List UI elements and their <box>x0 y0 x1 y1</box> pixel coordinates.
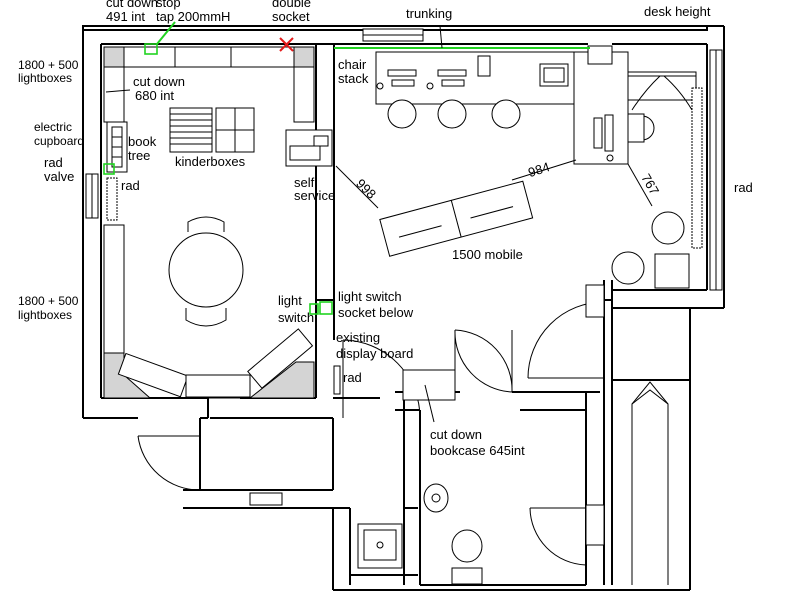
dimension-998: 998 <box>353 176 379 202</box>
label-cut-down-bookcase-l1: cut down <box>430 427 482 442</box>
label-light-switch-l2: switch <box>278 310 314 325</box>
text-labels: cut down 491 int stop tap 200mmH double … <box>18 0 753 458</box>
label-lightboxes-top-l2: lightboxes <box>18 71 72 85</box>
label-lightboxes-bottom-l2: lightboxes <box>18 308 72 322</box>
rad-valve-marker <box>103 163 115 175</box>
label-chair-stack-l1: chair <box>338 57 367 72</box>
label-double-socket-l2: socket <box>272 9 310 24</box>
label-lightboxes-top-l1: 1800 + 500 <box>18 58 79 72</box>
label-cut-down-680-l2: 680 int <box>135 88 174 103</box>
socket-marker <box>319 301 333 315</box>
label-book-tree-l1: book <box>128 134 157 149</box>
label-light-switch-l1: light <box>278 293 302 308</box>
label-self-service-l2: service <box>294 188 335 203</box>
label-cut-down-680-l1: cut down <box>133 74 185 89</box>
main-room <box>333 45 703 585</box>
label-desk-height: desk height <box>644 4 711 19</box>
label-electric-cupboard-l1: electric <box>34 120 72 134</box>
label-lightboxes-bottom-l1: 1800 + 500 <box>18 294 79 308</box>
label-rad-valve-l1: rad <box>44 155 63 170</box>
label-double-socket-l1: double <box>272 0 311 10</box>
annotations <box>103 21 590 315</box>
label-rad-right: rad <box>734 180 753 195</box>
label-kinderboxes: kinderboxes <box>175 154 246 169</box>
label-chair-stack-l2: stack <box>338 71 369 86</box>
label-rad-display: rad <box>343 370 362 385</box>
label-cut-down-bookcase-l2: bookcase 645int <box>430 443 525 458</box>
label-stop-tap-l1: stop <box>156 0 181 10</box>
label-electric-cupboard-l2: cupboard <box>34 134 84 148</box>
label-cut-down-491-l2: 491 int <box>106 9 145 24</box>
double-socket-cross <box>279 37 294 52</box>
label-1500-mobile: 1500 mobile <box>452 247 523 262</box>
windows <box>85 28 723 506</box>
label-existing-display-l1: existing <box>336 330 380 345</box>
label-stop-tap-l2: tap 200mmH <box>156 9 230 24</box>
label-rad-valve-l2: valve <box>44 169 74 184</box>
doors <box>137 284 605 566</box>
dimension-984: 984 <box>526 159 551 180</box>
label-rad-left: rad <box>121 178 140 193</box>
light-switch-marker <box>309 303 319 315</box>
stop-tap-marker <box>144 43 158 55</box>
label-trunking: trunking <box>406 6 452 21</box>
dimension-767: 767 <box>638 171 662 197</box>
computer-1 <box>376 69 417 90</box>
computer-2 <box>426 69 467 90</box>
label-light-switch-socket-l2: socket below <box>338 305 414 320</box>
left-room <box>103 46 333 399</box>
label-cut-down-491-l1: cut down <box>106 0 158 10</box>
label-self-service-l1: self <box>294 175 315 190</box>
label-light-switch-socket-l1: light switch <box>338 289 402 304</box>
label-book-tree-l2: tree <box>128 148 150 163</box>
label-existing-display-l2: display board <box>336 346 413 361</box>
